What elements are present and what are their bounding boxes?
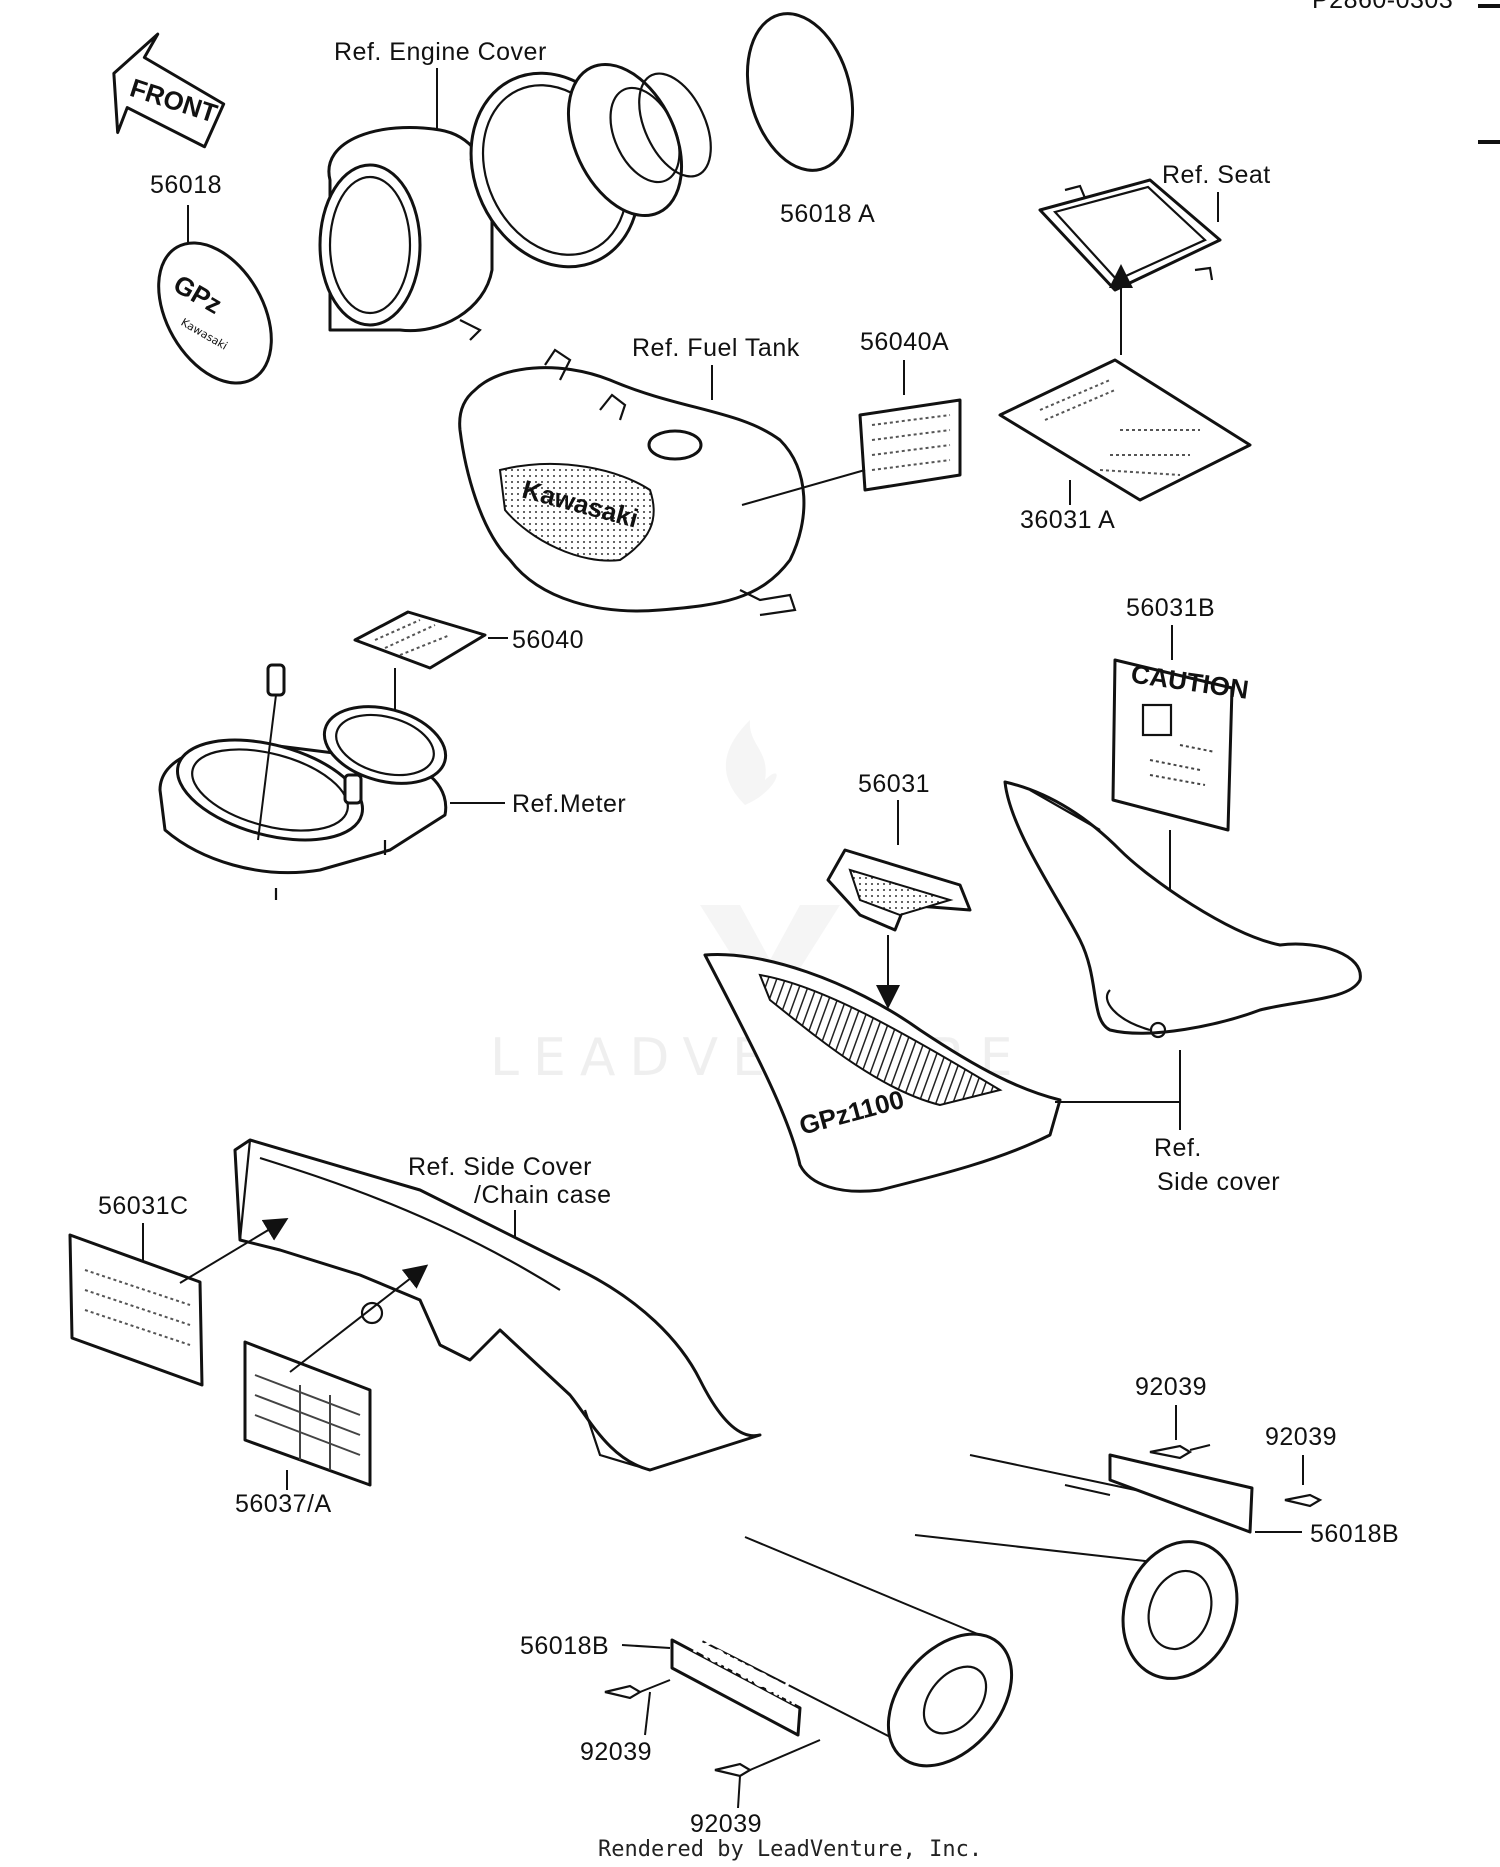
label-ref-meter: Ref.Meter	[512, 790, 626, 818]
fasteners-right: 92039 92039 56018B	[1135, 1373, 1399, 1548]
side-cover-left: GPz1100 Ref. Side cover	[703, 952, 1280, 1196]
seat-ref: Ref. Seat	[1038, 161, 1271, 355]
engine-cover-ref: Ref. Engine Cover	[318, 38, 547, 341]
chain-case-ref: Ref. Side Cover /Chain case	[233, 1138, 762, 1472]
label-92039-a: 92039	[1135, 1373, 1207, 1401]
label-ref-fuel-tank: Ref. Fuel Tank	[632, 334, 800, 362]
label-56040a: 56040A	[860, 328, 949, 356]
label-56031b: 56031B	[1126, 594, 1215, 622]
label-92039-c: 92039	[580, 1738, 652, 1766]
disc-56018a: 56018 A	[745, 12, 875, 228]
fuel-tank-ref: Ref. Fuel Tank Kawasaki	[458, 334, 806, 617]
label-plate-56040: 56040	[353, 610, 584, 730]
footer-credit: Rendered by LeadVenture, Inc.	[598, 1837, 982, 1862]
diagram-code: P2860-0303	[1312, 0, 1453, 14]
label-ref-engine-cover: Ref. Engine Cover	[334, 38, 547, 66]
label-ref-side-cover-2: Side cover	[1157, 1168, 1280, 1196]
muffler-right	[914, 1453, 1254, 1680]
label-92039-b: 92039	[1265, 1423, 1337, 1451]
engine-cover-gasket	[469, 62, 712, 269]
label-plate-56031: 56031	[826, 770, 972, 1009]
label-ref-seat: Ref. Seat	[1162, 161, 1271, 189]
label-56040: 56040	[512, 626, 584, 654]
label-plate-56031c: 56031C	[68, 1192, 289, 1387]
muffler-left: Kawasaki	[670, 1536, 1014, 1768]
label-56018b-left: 56018B	[520, 1632, 609, 1660]
label-plate-56040a: 56040A	[741, 328, 962, 506]
caution-label-56031b: 56031B CAUTION	[1111, 594, 1251, 984]
label-56031: 56031	[858, 770, 930, 798]
label-36031a: 36031 A	[1020, 506, 1115, 534]
label-56018: 56018	[150, 171, 222, 199]
front-arrow: FRONT	[112, 32, 226, 149]
label-56018a: 56018 A	[780, 200, 875, 228]
label-plate-56037a: 56037/A	[235, 1264, 429, 1518]
label-56018b-right: 56018B	[1310, 1520, 1399, 1548]
emblem-56018: 56018 GPz Kawasaki	[150, 171, 273, 385]
manual-36031a: 36031 A	[998, 358, 1252, 534]
side-cover-right	[1003, 780, 1362, 1039]
label-ref-side-cover-chain-1: Ref. Side Cover	[408, 1153, 592, 1181]
label-ref-side-cover-chain-2: /Chain case	[474, 1181, 612, 1209]
fasteners-left: 56018B 92039 92039	[520, 1632, 821, 1838]
label-92039-d: 92039	[690, 1810, 762, 1838]
label-56037a: 56037/A	[235, 1490, 332, 1518]
meter-ref: Ref.Meter	[158, 663, 626, 900]
label-56031c: 56031C	[98, 1192, 189, 1220]
label-ref-side-cover-1: Ref.	[1154, 1134, 1202, 1162]
